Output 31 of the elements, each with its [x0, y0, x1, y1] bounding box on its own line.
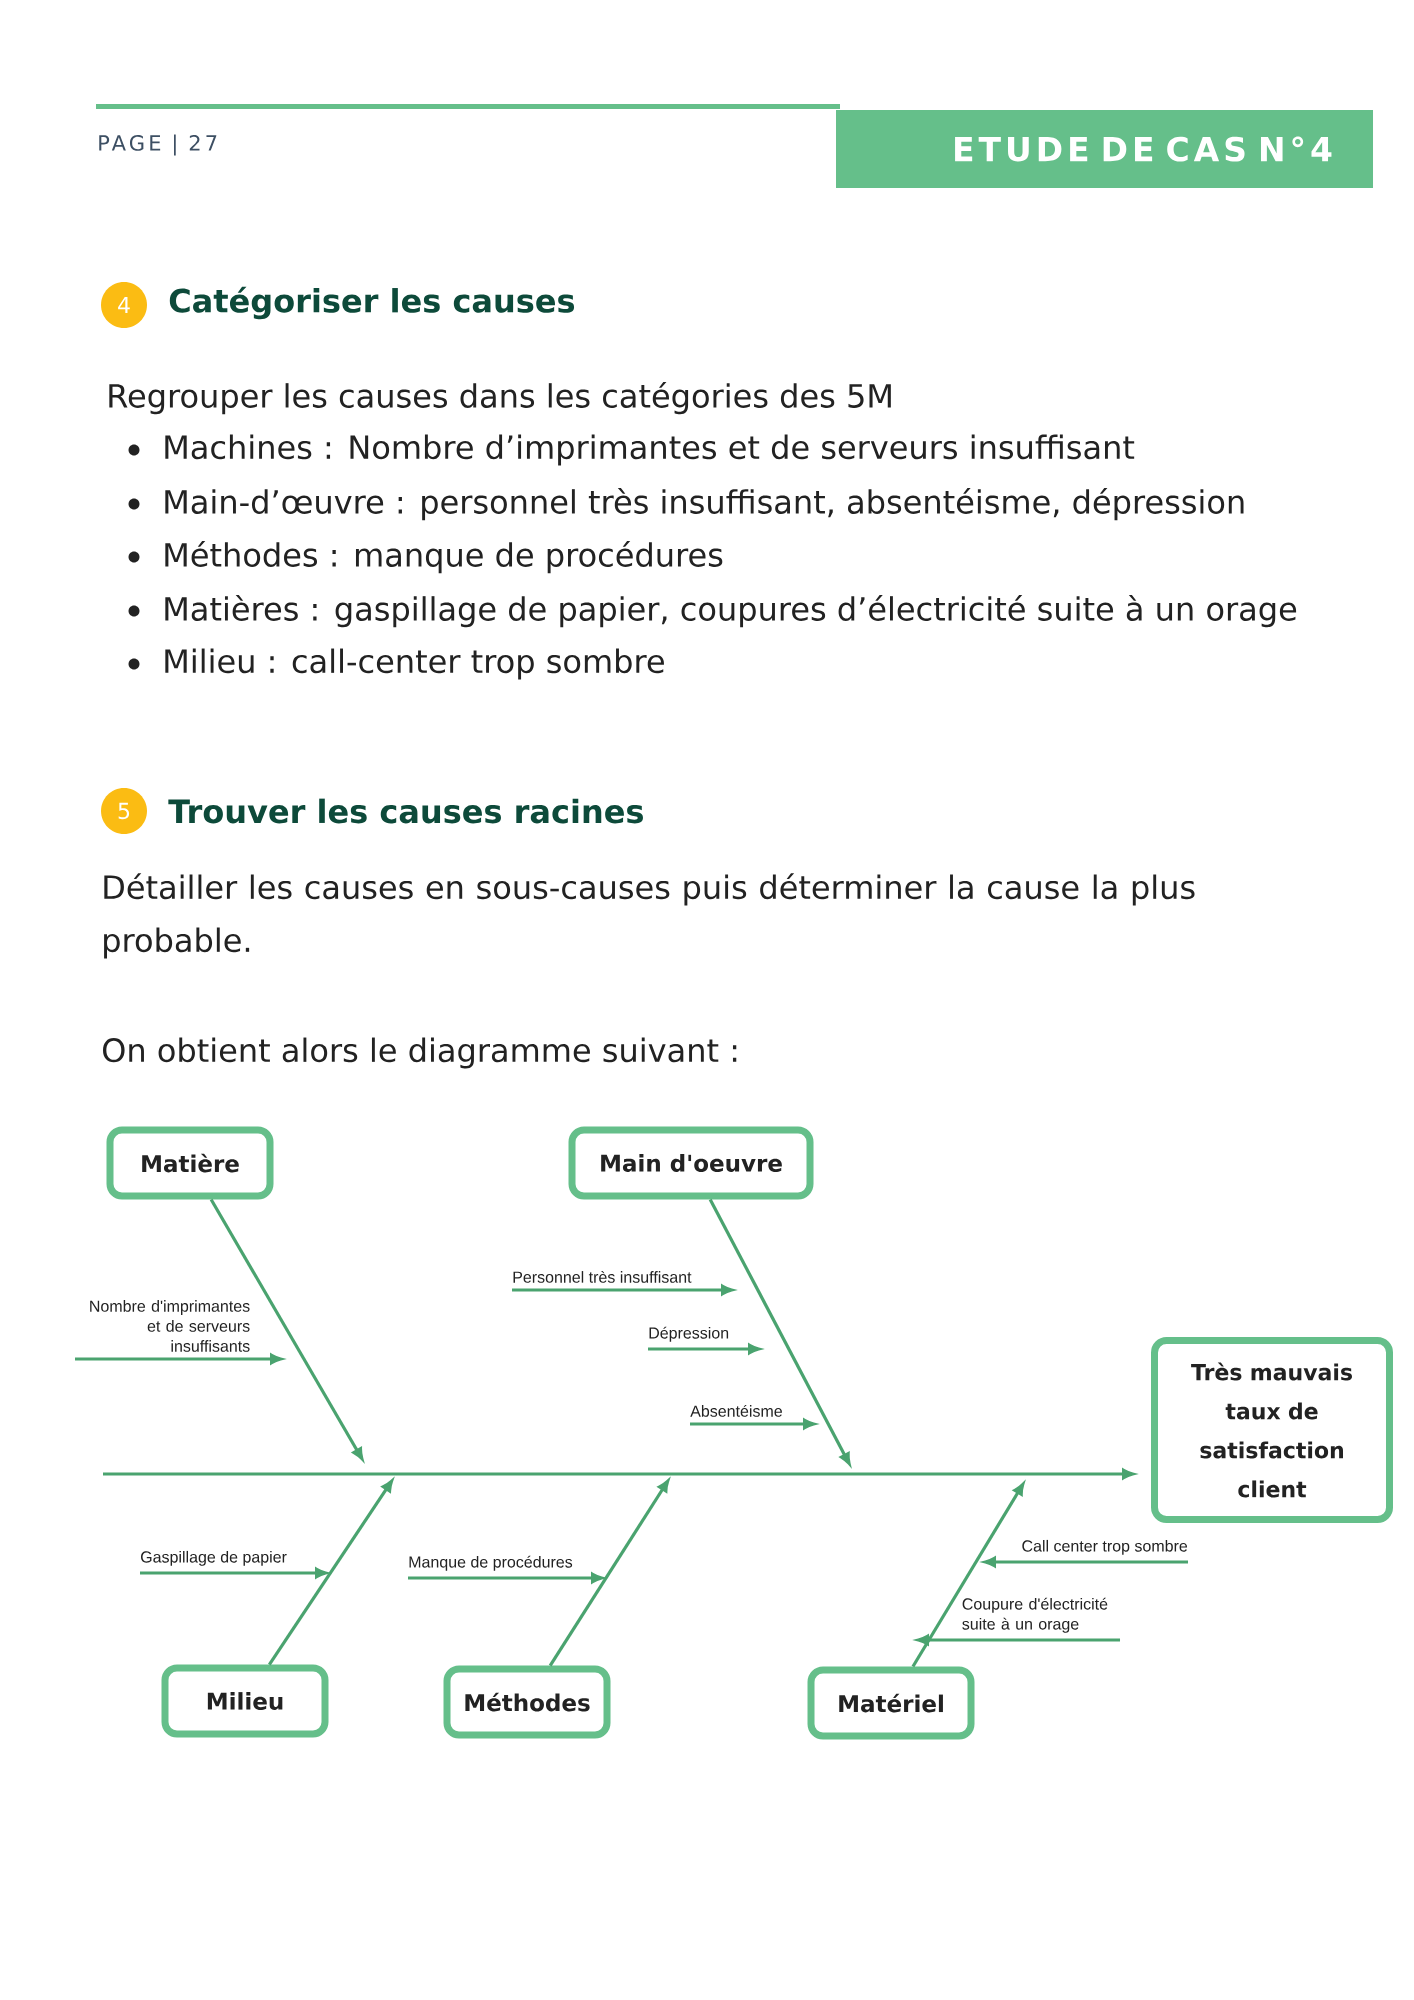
category-box: Matière [106, 1126, 274, 1200]
category-box: Matériel [807, 1666, 975, 1740]
arrow [548, 1479, 670, 1667]
paragraph: Regrouper les causes dans les catégories des 5M [109, 381, 891, 415]
bullet-item: Milieu : call-center trop sombre [128, 648, 664, 680]
arrow [267, 1479, 393, 1666]
number-badge: 4 [101, 282, 147, 328]
sub-cause-text: Personnel très insuffisant [513, 1270, 692, 1283]
paragraph: Détailler les causes en sous-causes puis déterminer la cause la plus probable. [104, 873, 1195, 959]
sub-cause-text: Coupure d'électricité suite à un orage [962, 1597, 1108, 1633]
arrow [911, 1482, 1025, 1668]
arrow [140, 1567, 328, 1579]
sub-cause-text: Nombre d'imprimantes et de serveurs insuffisants [90, 1300, 250, 1352]
section-heading: Catégoriser les causes [169, 286, 575, 320]
sub-cause-text: Manque de procédures [409, 1555, 573, 1571]
sub-cause-text: Gaspillage de papier [141, 1550, 287, 1566]
bullet-item: Matières : gaspillage de papier, coupures d’électricité suite à un orage [128, 594, 1297, 628]
sub-cause-text: Dépression [649, 1326, 729, 1342]
sub-cause-text: Call center trop sombre [1022, 1539, 1188, 1555]
category-box: Milieu [161, 1664, 329, 1738]
header-banner: ETUDE DE CAS N°4 [836, 110, 1373, 188]
section-heading: Trouver les causes racines [168, 798, 643, 824]
number-badge: 5 [101, 788, 147, 834]
effect-box: Très mauvais taux de satisfaction client [1151, 1337, 1393, 1523]
bullet-item: Main-d’œuvre : personnel très insuffisant, absentéisme, dépression [128, 487, 1244, 521]
bullet-item: Machines : Nombre d’imprimantes et de serveurs insuffisant [128, 434, 1135, 466]
category-box: Méthodes [443, 1665, 611, 1739]
paragraph: On obtient alors le diagramme suivant : [103, 1037, 737, 1069]
bullet-item: Méthodes : manque de procédures [128, 540, 723, 574]
category-box: Main d'oeuvre [568, 1126, 814, 1200]
page-number: PAGE | 27 [99, 134, 217, 156]
